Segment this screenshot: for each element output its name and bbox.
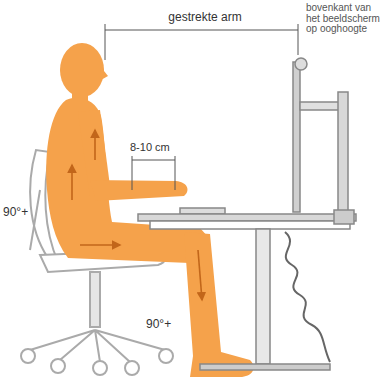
height-dimension <box>132 156 175 190</box>
dimension-label: gestrekte arm <box>145 11 265 24</box>
note-label: bovenkant van het beeldscherm op ooghoog… <box>306 3 386 35</box>
desk <box>138 208 356 370</box>
angle-label: 90°+ <box>146 318 186 331</box>
seated-person <box>46 43 253 377</box>
arm-dimension-line <box>105 24 298 60</box>
angle-label: 90°+ <box>3 206 43 219</box>
monitor <box>293 58 354 224</box>
dimension-label: 8-10 cm <box>130 142 190 154</box>
